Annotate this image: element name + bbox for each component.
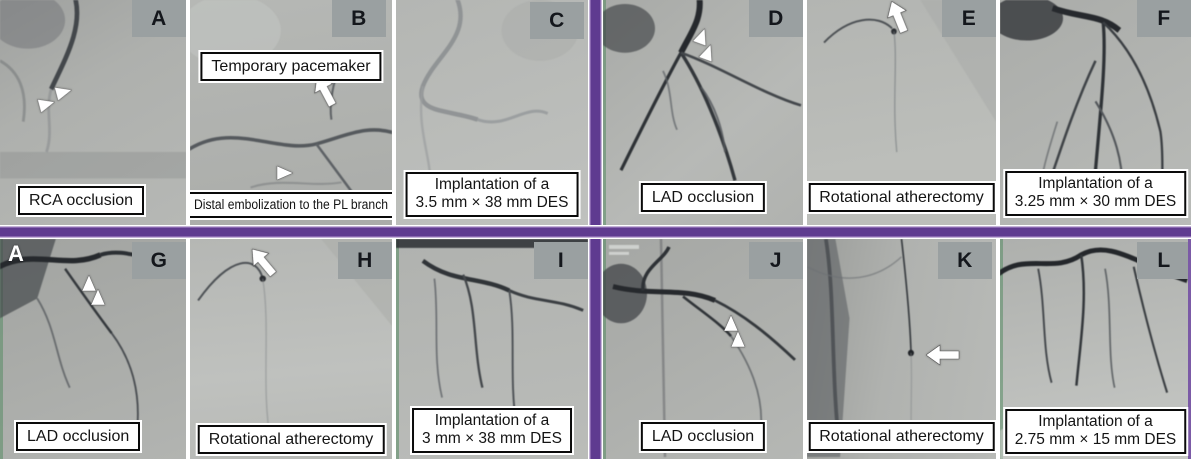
quadrant-bottom-left: A G LAD occlusion H Rotational atherecto… xyxy=(0,239,588,459)
arrowhead-icon xyxy=(730,330,746,348)
quadrant-bottom-right: J LAD occlusion K Rotational atherectomy xyxy=(603,239,1191,459)
annotation-label: Implantation of a 3.25 mm × 30 mm DES xyxy=(1004,170,1187,216)
annotation-label: LAD occlusion xyxy=(640,182,766,212)
panel-g: A G LAD occlusion xyxy=(0,239,186,459)
panel-c: C Implantation of a 3.5 mm × 38 mm DES xyxy=(396,0,588,225)
panel-j: J LAD occlusion xyxy=(603,239,803,459)
annotation-label: LAD occlusion xyxy=(640,421,766,451)
figure-part-letter: A xyxy=(8,241,24,266)
annotation-label: Rotational atherectomy xyxy=(197,424,385,454)
panel-letter-badge: L xyxy=(1137,242,1191,279)
annotation-label: RCA occlusion xyxy=(18,185,145,215)
quadrant-top-left: A RCA occlusion B Temporary pacemaker Di… xyxy=(0,0,588,225)
angiogram-image xyxy=(396,239,588,423)
panel-letter-badge: K xyxy=(938,242,992,279)
angiogram-image xyxy=(603,0,802,181)
arrowhead-icon xyxy=(723,314,739,332)
panel-letter-badge: B xyxy=(332,0,386,37)
quadrant-top-right: D LAD occlusion E Rotational atherectomy xyxy=(603,0,1191,225)
angiogram-image xyxy=(0,0,186,179)
panel-d: D LAD occlusion xyxy=(603,0,803,225)
panel-e: E Rotational atherectomy xyxy=(807,0,996,225)
panel-letter-badge: G xyxy=(132,242,186,279)
arrowhead-icon xyxy=(698,43,713,63)
arrow-icon xyxy=(887,0,909,34)
divider-vertical xyxy=(588,239,603,459)
panel-k: K Rotational atherectomy xyxy=(807,239,996,459)
arrowhead-icon xyxy=(276,165,294,181)
annotation-label: Temporary pacemaker xyxy=(200,52,382,82)
film-edge xyxy=(603,239,606,459)
arrowhead-icon xyxy=(90,288,106,306)
panel-letter-badge: J xyxy=(749,242,803,279)
film-edge xyxy=(1000,239,1003,459)
film-edge xyxy=(0,239,3,459)
divider-horizontal xyxy=(0,225,1191,239)
annotation-label: Distal embolization to the PL branch xyxy=(190,191,392,218)
arrowhead-icon xyxy=(692,27,707,47)
panel-letter-badge: A xyxy=(132,0,186,37)
label-line-1: Implantation of a xyxy=(434,411,550,429)
annotation-label: Rotational atherectomy xyxy=(808,421,995,451)
panel-letter-badge: I xyxy=(534,242,588,279)
panel-a: A RCA occlusion xyxy=(0,0,186,225)
label-line-2: 2.75 mm × 15 mm DES xyxy=(1014,431,1177,449)
film-edge xyxy=(396,239,399,459)
label-line-1: Implantation of a xyxy=(434,175,550,193)
panel-f: F Implantation of a 3.25 mm × 30 mm DES xyxy=(1000,0,1191,225)
label-line-1: Implantation of a xyxy=(1038,412,1153,430)
arrow-icon xyxy=(314,75,337,108)
label-line-1: Implantation of a xyxy=(1038,174,1153,192)
panel-letter-badge: H xyxy=(338,242,392,279)
film-edge xyxy=(603,0,606,225)
label-line-2: 3.5 mm × 38 mm DES xyxy=(415,194,569,212)
annotation-label: LAD occlusion xyxy=(16,421,141,451)
annotation-label: Rotational atherectomy xyxy=(808,182,995,212)
arrow-icon xyxy=(251,248,277,278)
panel-i: I Implantation of a 3 mm × 38 mm DES xyxy=(396,239,588,459)
panel-b: B Temporary pacemaker Distal embolizatio… xyxy=(190,0,392,225)
panel-letter-badge: C xyxy=(530,2,584,39)
arrowhead-icon xyxy=(54,87,73,102)
annotation-label: Implantation of a 2.75 mm × 15 mm DES xyxy=(1004,408,1187,454)
panel-l: L Implantation of a 2.75 mm × 15 mm DES xyxy=(1000,239,1191,459)
angiogram-image xyxy=(190,0,392,204)
angiogram-image xyxy=(603,239,796,458)
panel-letter-badge: F xyxy=(1137,0,1191,37)
arrowhead-icon xyxy=(37,99,56,114)
panel-letter-badge: E xyxy=(942,0,996,37)
divider-vertical xyxy=(588,0,603,225)
annotation-label: Implantation of a 3.5 mm × 38 mm DES xyxy=(405,171,579,217)
arrow-icon xyxy=(926,344,960,366)
panel-letter-badge: D xyxy=(749,0,803,37)
arrowhead-icon xyxy=(81,274,97,292)
label-line-2: 3.25 mm × 30 mm DES xyxy=(1014,193,1177,211)
label-line-2: 3 mm × 38 mm DES xyxy=(422,430,562,448)
panel-h: H Rotational atherectomy xyxy=(190,239,392,459)
annotation-label: Implantation of a 3 mm × 38 mm DES xyxy=(412,407,572,453)
